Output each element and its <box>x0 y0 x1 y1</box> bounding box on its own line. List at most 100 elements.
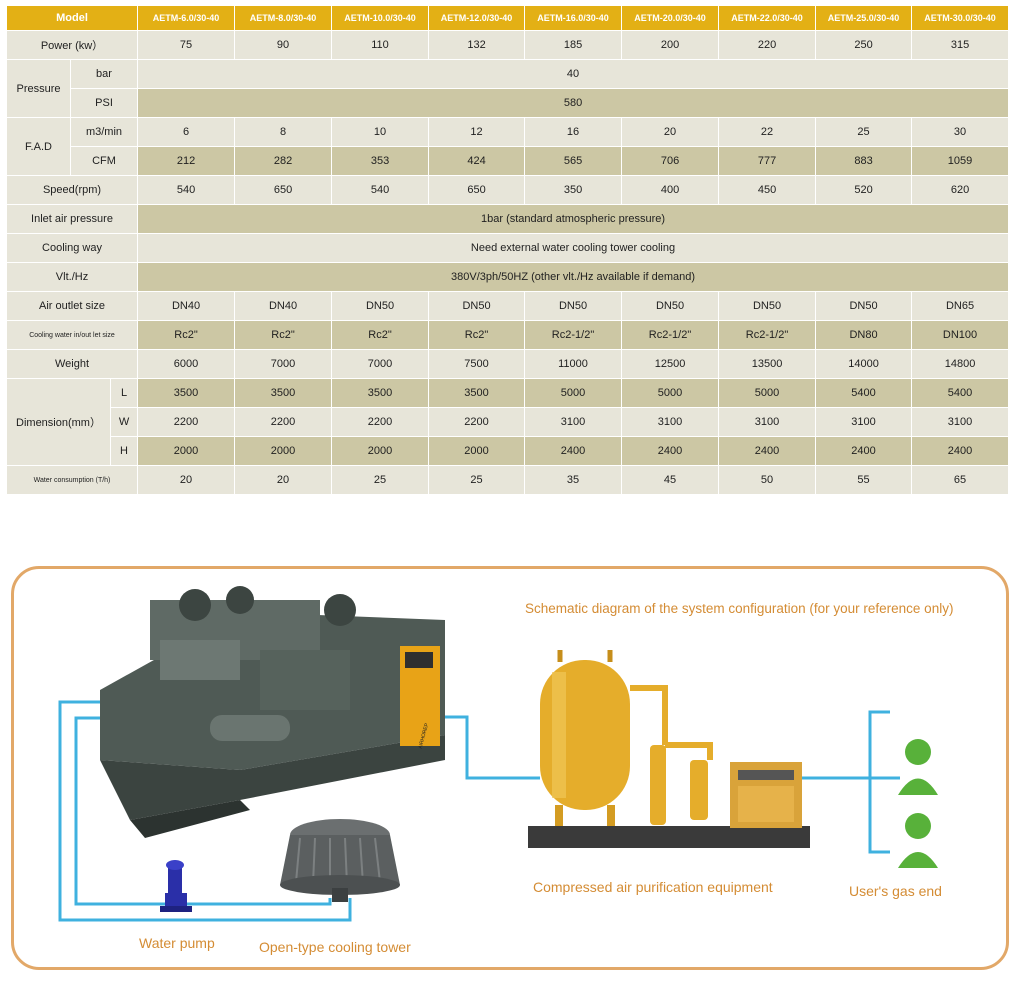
m3-value: 16 <box>524 117 623 147</box>
model-name: AETM-25.0/30-40 <box>815 5 913 31</box>
speed-value: 520 <box>815 175 913 205</box>
cfm-value: 424 <box>428 146 526 176</box>
water-consumption-value: 25 <box>428 465 526 495</box>
w-value: 2200 <box>428 407 526 437</box>
water-consumption-value: 25 <box>331 465 430 495</box>
outlet-value: DN50 <box>428 291 526 321</box>
model-name: AETM-8.0/30-40 <box>234 5 333 31</box>
speed-value: 350 <box>524 175 623 205</box>
w-value: 3100 <box>815 407 913 437</box>
water-pump-icon <box>160 860 192 912</box>
power-value: 315 <box>911 30 1010 60</box>
speed-value: 650 <box>234 175 333 205</box>
power-value: 75 <box>137 30 236 60</box>
w-label: W <box>109 407 139 437</box>
power-label: Power (kw） <box>5 30 139 60</box>
l-value: 5000 <box>524 378 623 408</box>
h-value: 2400 <box>718 436 817 466</box>
power-value: 220 <box>718 30 817 60</box>
weight-value: 11000 <box>524 349 623 379</box>
water-consumption-value: 35 <box>524 465 623 495</box>
model-name: AETM-30.0/30-40 <box>911 5 1010 31</box>
cfm-value: 706 <box>621 146 720 176</box>
cfm-value: 1059 <box>911 146 1010 176</box>
l-value: 3500 <box>331 378 430 408</box>
purification-skid <box>528 826 810 848</box>
outlet-value: DN50 <box>331 291 430 321</box>
water-pump-label: Water pump <box>139 935 215 951</box>
water-io-value: Rc2" <box>137 320 236 350</box>
outlet-value: DN65 <box>911 291 1010 321</box>
cooling-label: Cooling way <box>5 233 139 263</box>
model-name: AETM-10.0/30-40 <box>331 5 430 31</box>
weight-value: 7500 <box>428 349 526 379</box>
water-io-value: Rc2-1/2" <box>524 320 623 350</box>
w-value: 3100 <box>911 407 1010 437</box>
l-value: 3500 <box>428 378 526 408</box>
model-name: AETM-20.0/30-40 <box>621 5 720 31</box>
dimension-label: Dimension(mm） <box>6 378 111 466</box>
pressure-label: Pressure <box>6 59 71 118</box>
m3-value: 10 <box>331 117 430 147</box>
model-header: Model <box>5 5 139 31</box>
water-consumption-value: 45 <box>621 465 720 495</box>
l-value: 5400 <box>815 378 913 408</box>
speed-value: 450 <box>718 175 817 205</box>
water-consumption-value: 50 <box>718 465 817 495</box>
weight-value: 6000 <box>137 349 236 379</box>
h-value: 2400 <box>524 436 623 466</box>
outlet-value: DN50 <box>815 291 913 321</box>
power-value: 200 <box>621 30 720 60</box>
m3-value: 6 <box>137 117 236 147</box>
water-consumption-value: 20 <box>137 465 236 495</box>
weight-value: 12500 <box>621 349 720 379</box>
outlet-value: DN50 <box>524 291 623 321</box>
outlet-value: DN50 <box>718 291 817 321</box>
cfm-value: 353 <box>331 146 430 176</box>
psi-label: PSI <box>69 88 139 118</box>
water-io-label: Cooling water in/out let size <box>5 320 139 350</box>
cfm-value: 565 <box>524 146 623 176</box>
compressor-icon: AIRHOREP <box>100 586 445 838</box>
m3-value: 12 <box>428 117 526 147</box>
power-value: 90 <box>234 30 333 60</box>
user-gas-end-label: User's gas end <box>849 883 942 899</box>
speed-value: 540 <box>331 175 430 205</box>
water-io-value: Rc2-1/2" <box>621 320 720 350</box>
cfm-value: 883 <box>815 146 913 176</box>
m3-value: 22 <box>718 117 817 147</box>
l-label: L <box>109 378 139 408</box>
model-name: AETM-22.0/30-40 <box>718 5 817 31</box>
l-value: 5400 <box>911 378 1010 408</box>
voltage-label: Vlt./Hz <box>5 262 139 292</box>
voltage-value: 380V/3ph/50HZ (other vlt./Hz available i… <box>137 262 1010 292</box>
speed-label: Speed(rpm) <box>5 175 139 205</box>
cooling-tower-label: Open-type cooling tower <box>259 939 411 955</box>
outlet-value: DN40 <box>137 291 236 321</box>
speed-value: 620 <box>911 175 1010 205</box>
water-io-value: DN80 <box>815 320 913 350</box>
bar-label: bar <box>69 59 139 89</box>
model-name: AETM-16.0/30-40 <box>524 5 623 31</box>
w-value: 3100 <box>524 407 623 437</box>
power-value: 250 <box>815 30 913 60</box>
w-value: 2200 <box>137 407 236 437</box>
weight-value: 7000 <box>331 349 430 379</box>
h-value: 2000 <box>428 436 526 466</box>
cfm-value: 282 <box>234 146 333 176</box>
model-name: AETM-12.0/30-40 <box>428 5 526 31</box>
filter-icon <box>650 742 713 825</box>
w-value: 2200 <box>331 407 430 437</box>
weight-value: 13500 <box>718 349 817 379</box>
m3-value: 20 <box>621 117 720 147</box>
h-label: H <box>109 436 139 466</box>
